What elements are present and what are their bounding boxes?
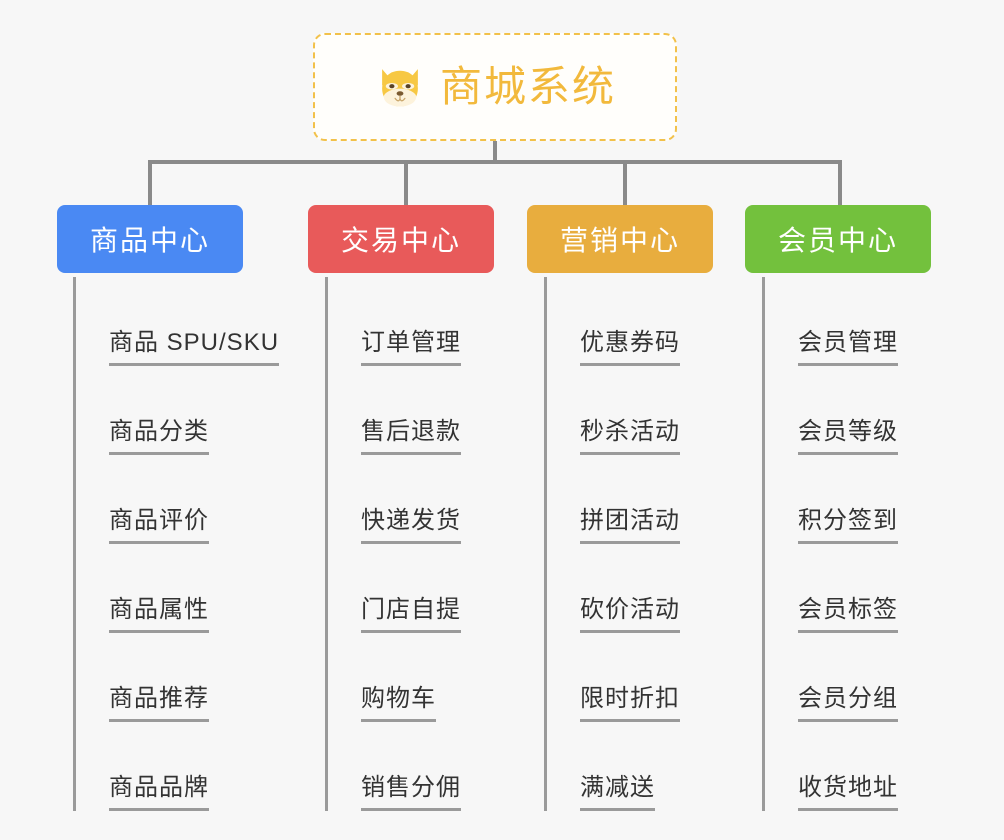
branch-column-member-center: 会员管理 会员等级 积分签到 会员标签 会员分组 收货地址 (762, 277, 992, 811)
connector-drop-branch-1 (148, 160, 152, 205)
leaf-label: 会员标签 (798, 596, 898, 633)
leaf-label: 商品分类 (109, 418, 209, 455)
leaf-label: 会员分组 (798, 685, 898, 722)
branch-column-trade-center: 订单管理 售后退款 快递发货 门店自提 购物车 销售分佣 (325, 277, 555, 811)
leaf-label: 满减送 (580, 774, 655, 811)
leaf-item[interactable]: 限时折扣 (544, 633, 774, 722)
branch-header-marketing-center[interactable]: 营销中心 (527, 205, 713, 273)
leaf-label: 会员等级 (798, 418, 898, 455)
root-node-shopping-mall-system[interactable]: 商城系统 (313, 33, 677, 141)
leaf-item[interactable]: 售后退款 (325, 366, 555, 455)
branch-column-marketing-center: 优惠券码 秒杀活动 拼团活动 砍价活动 限时折扣 满减送 (544, 277, 774, 811)
leaf-item[interactable]: 商品 SPU/SKU (73, 277, 303, 366)
leaf-item[interactable]: 门店自提 (325, 544, 555, 633)
leaf-item[interactable]: 拼团活动 (544, 455, 774, 544)
leaf-label: 收货地址 (798, 774, 898, 811)
branch-header-trade-center[interactable]: 交易中心 (308, 205, 494, 273)
leaf-label: 商品 SPU/SKU (109, 329, 280, 366)
leaf-item[interactable]: 满减送 (544, 722, 774, 811)
leaf-label: 快递发货 (361, 507, 461, 544)
leaf-item[interactable]: 会员标签 (762, 544, 992, 633)
leaf-item[interactable]: 会员等级 (762, 366, 992, 455)
branch-header-label: 营销中心 (559, 225, 680, 256)
leaf-label: 商品品牌 (109, 774, 209, 811)
leaf-item[interactable]: 砍价活动 (544, 544, 774, 633)
leaf-label: 会员管理 (798, 329, 898, 366)
branch-header-label: 商品中心 (89, 225, 210, 256)
shiba-dog-emoji (374, 61, 426, 113)
leaf-item[interactable]: 优惠券码 (544, 277, 774, 366)
leaf-label: 门店自提 (361, 596, 461, 633)
leaf-item[interactable]: 订单管理 (325, 277, 555, 366)
leaf-label: 销售分佣 (361, 774, 461, 811)
leaf-label: 砍价活动 (580, 596, 680, 633)
leaf-item[interactable]: 会员分组 (762, 633, 992, 722)
leaf-label: 限时折扣 (580, 685, 680, 722)
leaf-item[interactable]: 收货地址 (762, 722, 992, 811)
leaf-item[interactable]: 销售分佣 (325, 722, 555, 811)
leaf-item[interactable]: 会员管理 (762, 277, 992, 366)
branch-column-product-center: 商品 SPU/SKU 商品分类 商品评价 商品属性 商品推荐 商品品牌 (73, 277, 303, 811)
leaf-item[interactable]: 商品品牌 (73, 722, 303, 811)
leaf-item[interactable]: 商品评价 (73, 455, 303, 544)
leaf-label: 积分签到 (798, 507, 898, 544)
leaf-label: 订单管理 (361, 329, 461, 366)
connector-drop-branch-4 (838, 160, 842, 205)
branch-header-label: 会员中心 (777, 225, 898, 256)
leaf-item[interactable]: 商品属性 (73, 544, 303, 633)
leaf-label: 商品属性 (109, 596, 209, 633)
branch-header-member-center[interactable]: 会员中心 (745, 205, 931, 273)
connector-root-stem (493, 141, 497, 162)
leaf-item[interactable]: 商品分类 (73, 366, 303, 455)
leaf-item[interactable]: 购物车 (325, 633, 555, 722)
leaf-label: 购物车 (361, 685, 436, 722)
leaf-label: 商品推荐 (109, 685, 209, 722)
leaf-label: 拼团活动 (580, 507, 680, 544)
leaf-item[interactable]: 快递发货 (325, 455, 555, 544)
connector-drop-branch-3 (623, 160, 627, 205)
leaf-label: 商品评价 (109, 507, 209, 544)
leaf-item[interactable]: 商品推荐 (73, 633, 303, 722)
leaf-label: 优惠券码 (580, 329, 680, 366)
root-title: 商城系统 (439, 63, 616, 110)
leaf-label: 秒杀活动 (580, 418, 680, 455)
branch-header-product-center[interactable]: 商品中心 (57, 205, 243, 273)
connector-drop-branch-2 (404, 160, 408, 205)
leaf-item[interactable]: 秒杀活动 (544, 366, 774, 455)
branch-header-label: 交易中心 (340, 225, 461, 256)
leaf-label: 售后退款 (361, 418, 461, 455)
leaf-item[interactable]: 积分签到 (762, 455, 992, 544)
connector-horizontal-bus (148, 160, 842, 164)
